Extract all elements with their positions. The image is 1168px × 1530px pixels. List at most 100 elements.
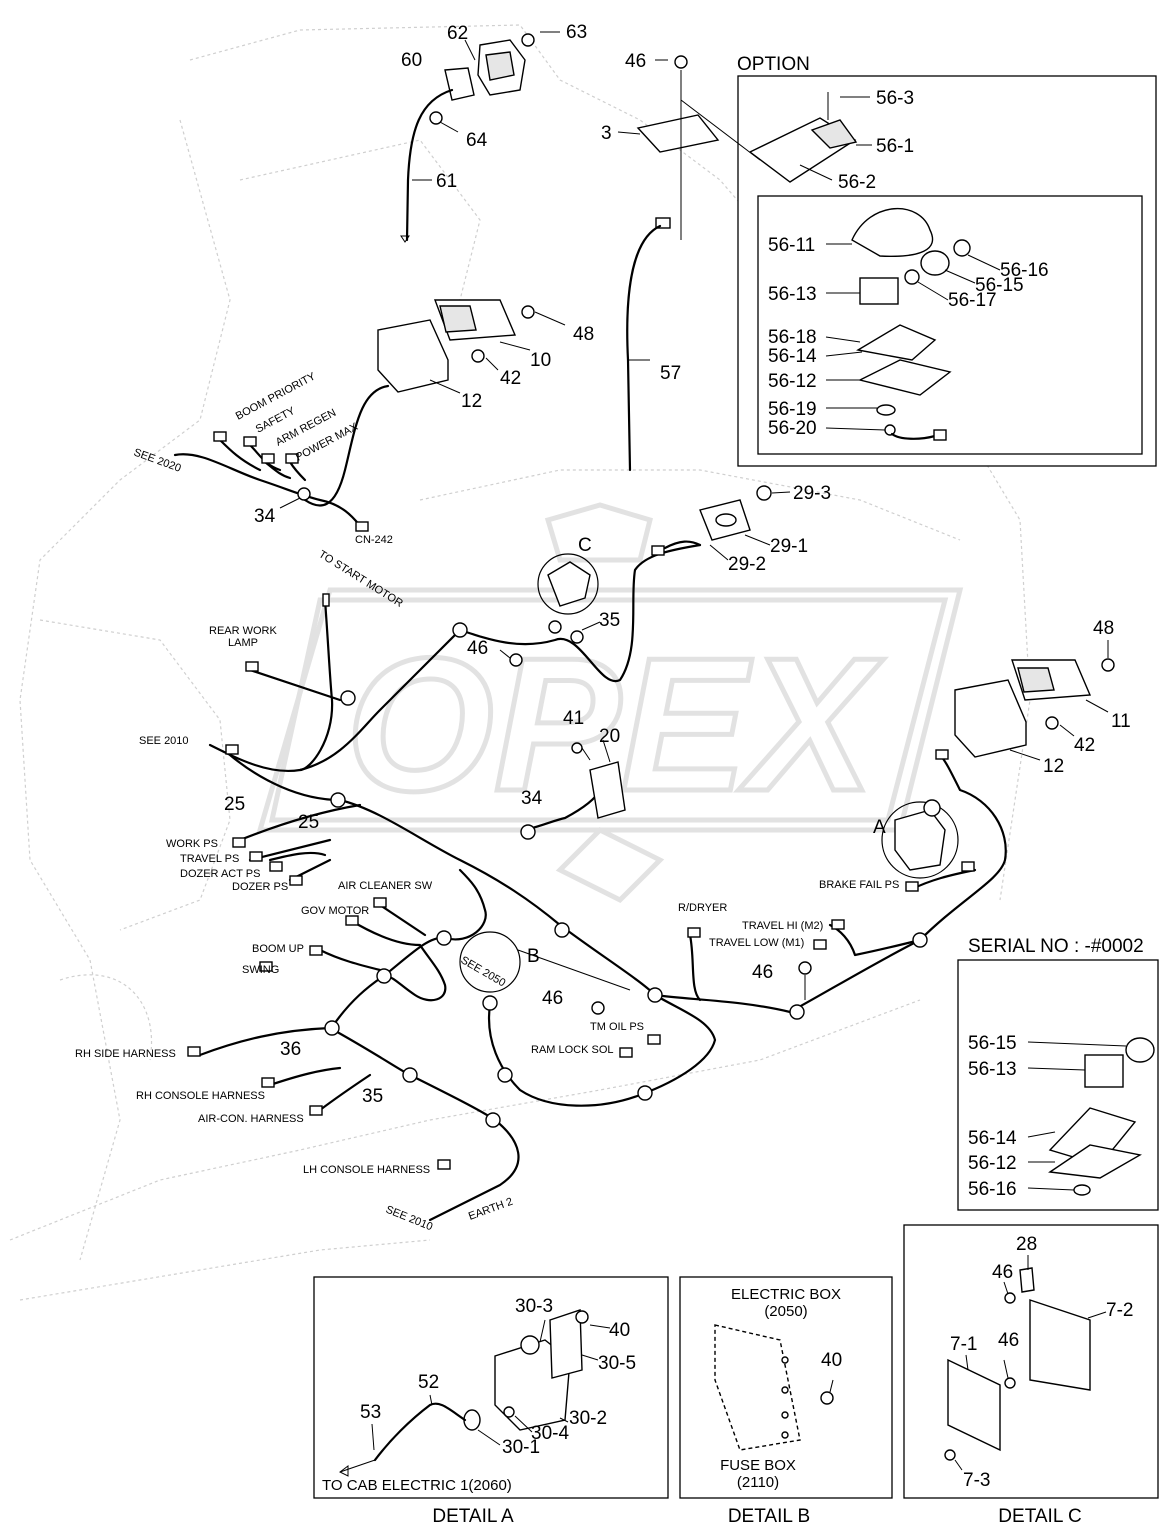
label-earth-2: EARTH 2 — [467, 1196, 515, 1223]
label-travel-low: TRAVEL LOW (M1) — [709, 937, 804, 949]
callout: 46 — [467, 638, 488, 659]
callout: 35 — [362, 1086, 383, 1107]
callout: 48 — [1093, 618, 1114, 639]
callout: 12 — [461, 391, 482, 412]
part-20-relay — [571, 739, 626, 819]
detail-b-parts — [714, 1324, 834, 1451]
label-dozer-ps: DOZER PS — [232, 881, 288, 893]
detail-c-parts — [944, 1255, 1107, 1471]
detail-marker-b: B — [527, 946, 540, 967]
callout: 56-13 — [768, 284, 817, 305]
callout: 56-3 — [876, 88, 914, 109]
callout: 56-16 — [968, 1179, 1017, 1200]
callout: 46 — [625, 51, 646, 72]
label-electric-box: ELECTRIC BOX — [731, 1286, 841, 1303]
callout: 56-14 — [968, 1128, 1017, 1149]
callout: 56-19 — [768, 399, 817, 420]
callout: 7-3 — [963, 1470, 990, 1491]
label-rear-work-lamp-2: LAMP — [228, 637, 258, 649]
caption-detail-a: DETAIL A — [432, 1506, 514, 1527]
callout: 46 — [992, 1262, 1013, 1283]
callout: 56-12 — [968, 1153, 1017, 1174]
detail-b-leader — [517, 949, 631, 991]
left-connector-group — [173, 431, 369, 532]
switch-panel-right — [954, 640, 1115, 761]
label-electric-box-ref: (2050) — [764, 1303, 807, 1320]
callout: 63 — [566, 22, 587, 43]
label-air-con-harness: AIR-CON. HARNESS — [198, 1113, 304, 1125]
label-see-2010-a: SEE 2010 — [139, 735, 189, 747]
label-see-2020: SEE 2020 — [132, 447, 183, 475]
label-cn-242: CN-242 — [355, 534, 393, 546]
callout: 7-1 — [950, 1334, 977, 1355]
callout: 57 — [660, 363, 681, 384]
label-rh-console-harness: RH CONSOLE HARNESS — [136, 1090, 265, 1102]
callout: 29-2 — [728, 554, 766, 575]
main-harness — [187, 543, 1007, 1222]
rear-lamp-29 — [663, 485, 791, 561]
label-lh-console-harness: LH CONSOLE HARNESS — [303, 1164, 430, 1176]
callout: 40 — [609, 1320, 630, 1341]
callout: 34 — [254, 506, 276, 527]
callout: 3 — [601, 123, 612, 144]
callout: 56-20 — [768, 418, 817, 439]
label-swing: SWING — [242, 964, 279, 976]
label-see-2010-b: SEE 2010 — [384, 1204, 434, 1234]
callout: 36 — [280, 1039, 301, 1060]
callout: 56-17 — [948, 290, 997, 311]
detail-marker-a: A — [873, 817, 886, 838]
label-tm-oil-ps: TM OIL PS — [590, 1021, 644, 1033]
label-fuse-box: FUSE BOX — [720, 1457, 796, 1474]
detail-texts: TO CAB ELECTRIC 1(2060) ELECTRIC BOX (20… — [322, 1286, 1082, 1527]
callout-numbers: 60 62 63 64 61 46 3 57 OPTION 56-3 56-1 … — [224, 22, 1144, 1491]
label-air-cleaner-sw: AIR CLEANER SW — [338, 880, 433, 892]
callout: 20 — [599, 726, 620, 747]
callout: 11 — [1111, 711, 1131, 732]
detail-a-marker — [881, 799, 959, 879]
detail-b-marker — [459, 931, 521, 993]
callout: 30-3 — [515, 1296, 553, 1317]
callout: 61 — [436, 171, 457, 192]
callout: 56-18 — [768, 327, 817, 348]
label-rh-side-harness: RH SIDE HARNESS — [75, 1048, 176, 1060]
label-work-ps: WORK PS — [166, 838, 218, 850]
switch-panel-left — [303, 299, 566, 507]
callout: 46 — [542, 988, 563, 1009]
callout: 62 — [447, 23, 468, 44]
caption-detail-b: DETAIL B — [728, 1506, 810, 1527]
callout: 42 — [500, 368, 521, 389]
callout: 56-15 — [975, 275, 1024, 296]
callout: 25 — [224, 794, 245, 815]
callout: 56-16 — [1000, 260, 1049, 281]
bolt-46-c — [798, 961, 812, 975]
label-rear-work-lamp-1: REAR WORK — [209, 625, 278, 637]
callout: 35 — [599, 610, 620, 631]
callout: 28 — [1016, 1234, 1037, 1255]
callout: 56-15 — [968, 1033, 1017, 1054]
callout: 56-13 — [968, 1059, 1017, 1080]
callout: 40 — [821, 1350, 842, 1371]
serial-title: SERIAL NO : -#0002 — [968, 936, 1144, 957]
opex-watermark: OPEX — [256, 502, 964, 904]
detail-marker-c: C — [578, 535, 592, 556]
callout: 25 — [298, 812, 319, 833]
label-ram-lock-sol: RAM LOCK SOL — [531, 1044, 614, 1056]
label-boom-up: BOOM UP — [252, 943, 304, 955]
callout: 30-2 — [569, 1408, 607, 1429]
option-parts — [680, 92, 1143, 455]
callout: 46 — [752, 962, 773, 983]
label-fuse-box-ref: (2110) — [737, 1474, 779, 1491]
cab-lamp-assembly — [400, 31, 560, 243]
callout: 53 — [360, 1402, 381, 1423]
callout: 10 — [530, 350, 551, 371]
label-travel-hi: TRAVEL HI (M2) — [742, 920, 823, 932]
caption-detail-c: DETAIL C — [998, 1506, 1081, 1527]
label-brake-fail-ps: BRAKE FAIL PS — [819, 879, 899, 891]
label-dozer-act-ps: DOZER ACT PS — [180, 868, 260, 880]
callout: 56-14 — [768, 346, 817, 367]
callout: 56-1 — [876, 136, 914, 157]
serial-parts — [1027, 1037, 1155, 1196]
callout: 12 — [1043, 756, 1064, 777]
label-gov-motor: GOV MOTOR — [301, 905, 369, 917]
